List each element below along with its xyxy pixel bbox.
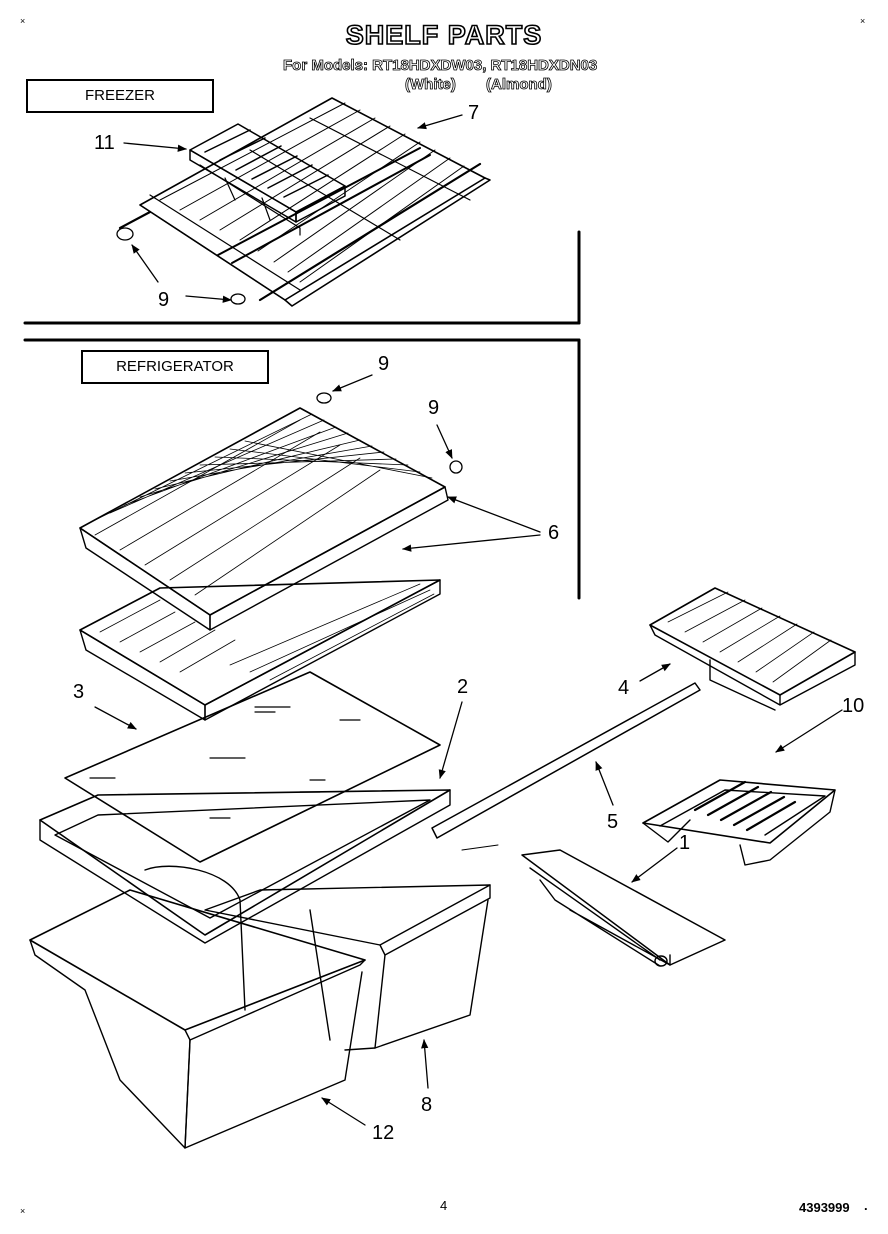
callout-8: 8: [421, 1094, 433, 1116]
leader-lines: [94, 114, 843, 1126]
callout-10: 10: [842, 695, 865, 717]
model-almond-label: (Almond): [486, 76, 553, 94]
page-title: SHELF PARTS: [345, 19, 543, 51]
cover-support: [431, 682, 701, 839]
corner-mark-tl: ×: [20, 16, 26, 26]
callout-4: 4: [618, 677, 630, 699]
callout-2: 2: [457, 676, 469, 698]
corner-mark-tr: ×: [860, 16, 866, 26]
document-number: 4393999: [799, 1200, 850, 1215]
shelf-rail: [521, 849, 726, 967]
shelf-clips: [116, 227, 463, 474]
glass-shelf: [64, 671, 441, 863]
refrigerator-label: REFRIGERATOR: [81, 350, 269, 384]
section-frames: [23, 230, 581, 600]
callout-7: 7: [468, 102, 480, 124]
meat-pan: [642, 779, 836, 866]
callout-5: 5: [607, 811, 619, 833]
page-number: 4: [440, 1198, 448, 1213]
callout-1: 1: [679, 832, 691, 854]
ice-cube-tray: [189, 123, 346, 236]
refrigerator-lower-shelf: [79, 579, 441, 721]
callout-9-freezer: 9: [158, 289, 170, 311]
freezer-label: FREEZER: [26, 79, 214, 113]
callout-6: 6: [548, 522, 560, 544]
glass-shelf-frame: [39, 789, 451, 944]
corner-mark-bl: ×: [20, 1206, 26, 1216]
callout-11: 11: [94, 132, 115, 154]
model-numbers: For Models: RT18HDXDW03, RT18HDXDN03: [283, 57, 598, 75]
refrigerator-upper-shelf: [79, 407, 449, 631]
model-white-label: (White): [405, 76, 457, 94]
freezer-wire-shelf: [118, 97, 491, 307]
crisper-drawers: [29, 865, 491, 1149]
footer-dot: .: [864, 1198, 868, 1213]
model-list: For Models: RT18HDXDW03, RT18HDXDN03 (Wh…: [283, 57, 613, 97]
callout-9-upper: 9: [378, 353, 390, 375]
callout-12: 12: [372, 1122, 395, 1144]
callout-3: 3: [73, 681, 85, 703]
small-wire-shelf: [649, 587, 856, 711]
callout-9-side: 9: [428, 397, 440, 419]
